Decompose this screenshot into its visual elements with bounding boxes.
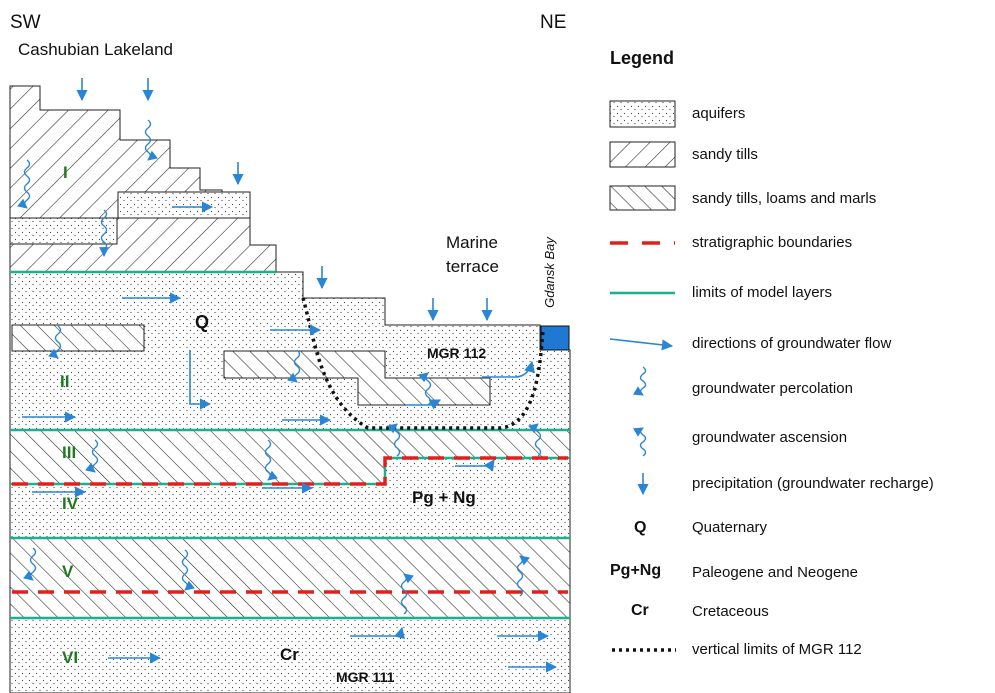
mgr-112-limit-line (301, 297, 545, 430)
loam-lens-2 (223, 350, 491, 406)
model-layer-III-label: III (62, 443, 77, 462)
unit-label-quaternary: Q (195, 312, 210, 332)
model-layer-VI-label: VI (62, 648, 79, 667)
unit-label-cretaceous: Cr (280, 645, 299, 664)
mgr-112-label: MGR 112 (427, 345, 487, 361)
flow-arrows (22, 201, 558, 673)
mgr-111-label: MGR 111 (336, 669, 395, 685)
legend-item-model-layer-limits: limits of model layers (692, 284, 833, 301)
region-label: Cashubian Lakeland (18, 40, 174, 59)
legend-item-percolation: groundwater percolation (692, 380, 853, 397)
legend-symbols (609, 100, 676, 652)
legend-item-cretaceous: Cretaceous (692, 603, 769, 620)
legend-symbol-Cr: Cr (631, 602, 649, 619)
loam-lens-1 (11, 324, 145, 352)
legend-item-stratigraphic-boundaries: stratigraphic boundaries (692, 234, 853, 251)
legend-item-precipitation: precipitation (groundwater recharge) (692, 475, 934, 492)
legend-item-sandy-tills: sandy tills (692, 146, 758, 163)
legend-title: Legend (610, 48, 675, 68)
legend-item-mgr112-limits: vertical limits of MGR 112 (692, 641, 862, 658)
gdansk-bay-label: Gdansk Bay (541, 237, 557, 308)
aquifer-lens-upper (117, 191, 251, 219)
ascension-arrows (387, 372, 542, 615)
legend-item-aquifers: aquifers (692, 105, 746, 122)
precipitation-arrows (76, 78, 493, 322)
legend-symbol-Q: Q (634, 519, 647, 536)
marine-terrace-label-line2: terrace (446, 257, 499, 276)
stratigraphic-boundaries (12, 456, 568, 594)
aquifer-lens-left (9, 217, 118, 245)
unit-label-paleogene-neogene: Pg + Ng (412, 488, 476, 507)
ne-direction-label: NE (540, 12, 567, 33)
marine-terrace-label-line1: Marine (446, 233, 498, 252)
legend-item-paleogene-neogene: Paleogene and Neogene (692, 564, 858, 581)
model-layer-II-label: II (60, 372, 70, 391)
layer-V-loam (9, 537, 571, 619)
legend-item-flow-directions: directions of groundwater flow (692, 335, 892, 352)
sw-direction-label: SW (10, 12, 41, 33)
legend-item-ascension: groundwater ascension (692, 429, 848, 446)
model-layer-I-label: I (63, 163, 68, 182)
percolation-arrows (17, 119, 301, 591)
legend-symbol-PgNg: Pg+Ng (610, 562, 662, 579)
model-layer-V-label: V (62, 562, 74, 581)
gdansk-bay-sea (540, 325, 570, 351)
model-layer-IV-label: IV (62, 494, 79, 513)
legend-item-quaternary: Quaternary (692, 519, 768, 536)
legend-item-sandy-tills-loams-marls: sandy tills, loams and marls (692, 190, 877, 207)
